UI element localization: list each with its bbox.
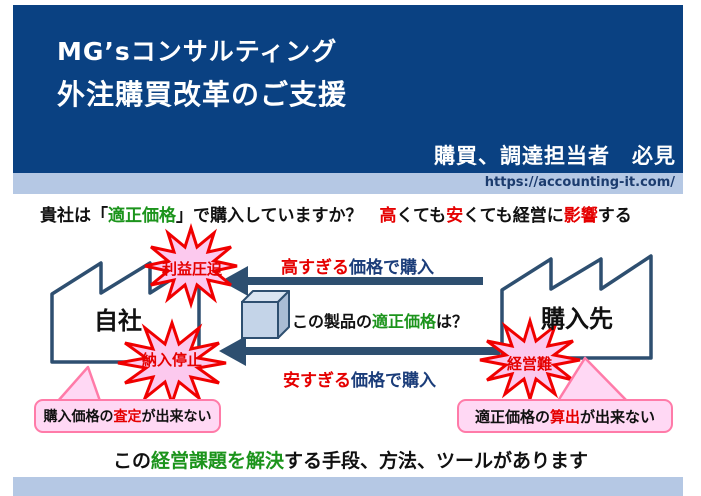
bottom-arrow-label: 安すぎる価格で購入 — [283, 371, 436, 391]
header-banner: MG’sコンサルティング 外注購買改革のご支援 購買、調達担当者 必見 — [13, 5, 683, 173]
right-callout-bubble: 適正価格の算出が出来ない — [457, 399, 673, 433]
headline: 貴社は「適正価格」で購入していますか？ 高くても安くても経営に影響する — [40, 206, 632, 226]
management-crisis-label: 経営難 — [507, 355, 553, 373]
url-bar: https://accounting-it.com/ — [13, 173, 683, 194]
supplier-label: 購入先 — [541, 305, 613, 333]
own-company-label: 自社 — [94, 307, 142, 335]
delivery-stop-burst — [117, 318, 227, 408]
footer-message: この経営課題を解決する手段、方法、ツールがあります — [112, 450, 589, 472]
left-callout-tail — [56, 365, 102, 403]
left-callout-bubble: 購入価格の査定が出来ない — [34, 399, 221, 433]
bottom-left-arrow-icon — [219, 336, 500, 366]
supplier-factory-icon — [500, 254, 653, 360]
product-cube-icon — [241, 290, 290, 339]
audience-note: 購買、調達担当者 必見 — [434, 144, 676, 168]
profit-squeeze-burst — [144, 223, 238, 309]
delivery-stop-label: 納入停止 — [142, 351, 203, 369]
company-title: MG’sコンサルティング — [57, 37, 338, 66]
site-url: https://accounting-it.com/ — [484, 175, 675, 190]
footer-bar — [13, 477, 683, 496]
product-question-label: この製品の適正価格は？ — [292, 312, 469, 331]
profit-squeeze-label: 利益圧迫 — [162, 260, 223, 278]
management-crisis-burst — [479, 315, 581, 405]
top-arrow-label: 高すぎる価格で購入 — [281, 258, 434, 278]
slide-title: 外注購買改革のご支援 — [57, 78, 348, 111]
top-left-arrow-icon — [221, 266, 483, 296]
